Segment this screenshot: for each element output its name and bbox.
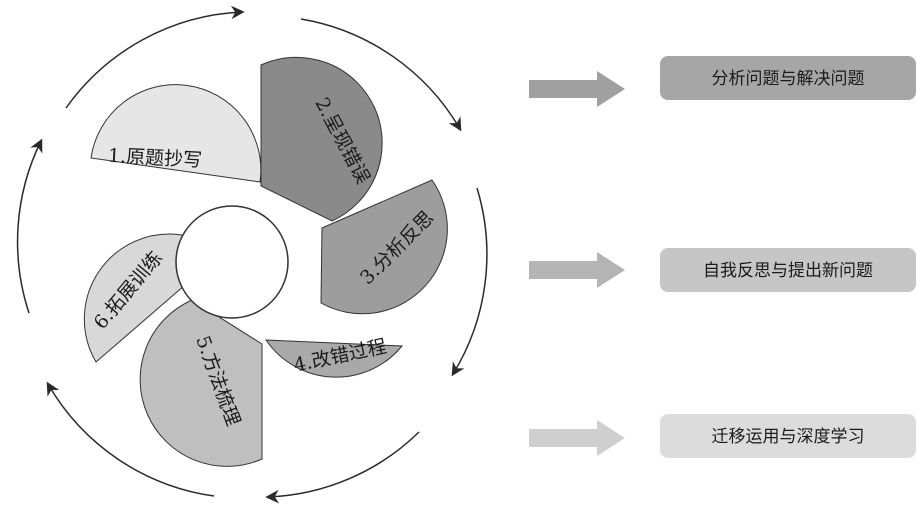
outcome-arrow-2 xyxy=(529,252,625,288)
petal-6-shape xyxy=(83,233,186,363)
outcome-2-label: 自我反思与提出新问题 xyxy=(703,261,873,281)
petal-1-shape xyxy=(90,84,262,183)
petal-3: 3.分析反思 xyxy=(320,179,448,315)
outcome-3: 迁移运用与深度学习 xyxy=(660,414,916,458)
outcome-arrow-1 xyxy=(529,71,625,107)
petal-4-shape xyxy=(265,339,404,378)
cycle-arrow-2 xyxy=(300,18,462,132)
petal-2: 2.呈现错误 xyxy=(260,56,383,222)
petal-4: 4.改错过程 xyxy=(265,335,404,378)
cycle-arrow-3 xyxy=(451,187,488,377)
petal-2-shape xyxy=(260,56,383,222)
outcome-2-box xyxy=(660,248,916,292)
cycle-arrow-1 xyxy=(65,5,245,109)
outcome-arrow-3 xyxy=(529,420,625,456)
cycle-arrow-5 xyxy=(46,381,215,497)
outcome-3-box xyxy=(660,414,916,458)
outcome-1-box xyxy=(660,56,916,100)
outcome-2: 自我反思与提出新问题 xyxy=(660,248,916,292)
cycle-arrow-4 xyxy=(265,431,420,504)
petal-5: 5.方法梳理 xyxy=(139,299,263,467)
petal-6: 6.拓展训练 xyxy=(83,233,186,363)
outer-cycle xyxy=(16,5,488,504)
outcome-1: 分析问题与解决问题 xyxy=(660,56,916,100)
outcome-1-label: 分析问题与解决问题 xyxy=(712,69,865,89)
petal-1-label: 1.原题抄写 xyxy=(107,145,202,172)
center-circle xyxy=(175,205,289,319)
petal-5-shape xyxy=(139,299,263,467)
petal-3-shape xyxy=(320,179,448,315)
petal-1: 1.原题抄写 xyxy=(90,84,262,183)
outcome-3-label: 迁移运用与深度学习 xyxy=(712,427,865,447)
cycle-arrow-6 xyxy=(16,138,43,314)
